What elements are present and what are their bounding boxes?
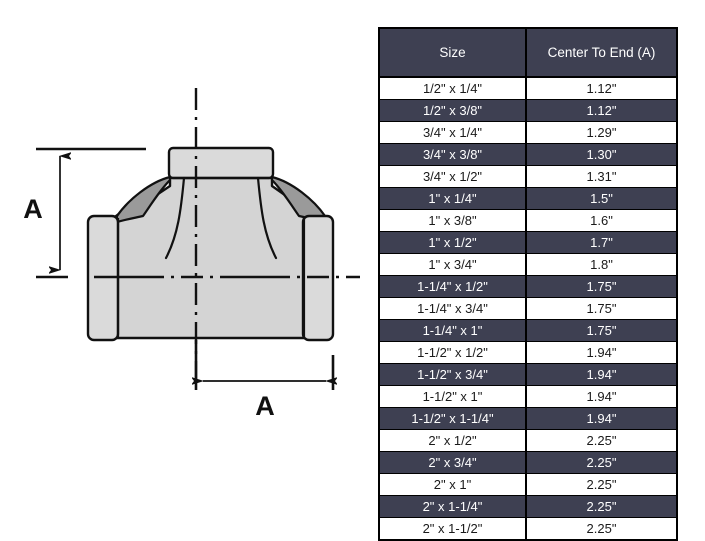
table-row: 1-1/2" x 3/4"1.94" bbox=[378, 363, 678, 386]
table-row: 2" x 3/4"2.25" bbox=[378, 451, 678, 474]
cell-center-to-end: 2.25" bbox=[525, 451, 678, 474]
cell-size: 2" x 1-1/2" bbox=[378, 517, 527, 541]
cell-size: 2" x 1" bbox=[378, 473, 527, 496]
specification-table-container: Size Center To End (A) 1/2" x 1/4"1.12"1… bbox=[378, 27, 678, 541]
cell-size: 1" x 1/4" bbox=[378, 187, 527, 210]
table-row: 1-1/2" x 1"1.94" bbox=[378, 385, 678, 408]
cell-center-to-end: 1.94" bbox=[525, 407, 678, 430]
cell-size: 1" x 3/4" bbox=[378, 253, 527, 276]
table-row: 3/4" x 1/4"1.29" bbox=[378, 121, 678, 144]
cell-size: 3/4" x 1/4" bbox=[378, 121, 527, 144]
cell-center-to-end: 1.6" bbox=[525, 209, 678, 232]
cell-size: 1" x 1/2" bbox=[378, 231, 527, 254]
cell-center-to-end: 1.75" bbox=[525, 297, 678, 320]
fitting-geometry bbox=[86, 146, 335, 342]
cell-center-to-end: 1.12" bbox=[525, 99, 678, 122]
cell-size: 1-1/4" x 3/4" bbox=[378, 297, 527, 320]
cell-center-to-end: 1.7" bbox=[525, 231, 678, 254]
pipe-tee-diagram: A A bbox=[23, 88, 360, 421]
cell-size: 1-1/2" x 3/4" bbox=[378, 363, 527, 386]
horizontal-dimension-label: A bbox=[255, 391, 275, 421]
cell-center-to-end: 1.94" bbox=[525, 385, 678, 408]
table-row: 1/2" x 1/4"1.12" bbox=[378, 76, 678, 100]
table-row: 2" x 1"2.25" bbox=[378, 473, 678, 496]
table-row: 2" x 1-1/2"2.25" bbox=[378, 517, 678, 541]
cell-center-to-end: 1.94" bbox=[525, 341, 678, 364]
table-row: 1-1/2" x 1/2"1.94" bbox=[378, 341, 678, 364]
table-row: 1" x 1/4"1.5" bbox=[378, 187, 678, 210]
right-bore-curve bbox=[256, 176, 278, 260]
table-row: 1" x 3/4"1.8" bbox=[378, 253, 678, 276]
centerlines bbox=[94, 88, 360, 390]
cell-size: 1/2" x 3/8" bbox=[378, 99, 527, 122]
cell-center-to-end: 2.25" bbox=[525, 495, 678, 518]
cell-size: 1-1/2" x 1-1/4" bbox=[378, 407, 527, 430]
table-row: 1-1/4" x 1/2"1.75" bbox=[378, 275, 678, 298]
table-row: 3/4" x 1/2"1.31" bbox=[378, 165, 678, 188]
cell-center-to-end: 1.5" bbox=[525, 187, 678, 210]
cell-size: 3/4" x 3/8" bbox=[378, 143, 527, 166]
cell-center-to-end: 2.25" bbox=[525, 517, 678, 541]
cell-center-to-end: 1.75" bbox=[525, 319, 678, 342]
table-body: 1/2" x 1/4"1.12"1/2" x 3/8"1.12"3/4" x 1… bbox=[378, 76, 678, 541]
cell-center-to-end: 1.75" bbox=[525, 275, 678, 298]
table-header-row: Size Center To End (A) bbox=[378, 27, 678, 78]
specification-table: Size Center To End (A) 1/2" x 1/4"1.12"1… bbox=[378, 27, 678, 541]
cell-size: 2" x 3/4" bbox=[378, 451, 527, 474]
cell-size: 1-1/4" x 1/2" bbox=[378, 275, 527, 298]
cell-size: 1-1/2" x 1/2" bbox=[378, 341, 527, 364]
cell-center-to-end: 1.94" bbox=[525, 363, 678, 386]
cell-center-to-end: 1.12" bbox=[525, 76, 678, 100]
fitting-diagram-panel: A A bbox=[23, 88, 360, 421]
vertical-dimension-group: A bbox=[23, 147, 146, 279]
cell-size: 1/2" x 1/4" bbox=[378, 76, 527, 100]
cell-size: 2" x 1/2" bbox=[378, 429, 527, 452]
left-shoulder-shade bbox=[115, 175, 172, 224]
table-row: 1" x 1/2"1.7" bbox=[378, 231, 678, 254]
horizontal-dimension-group: A bbox=[196, 340, 333, 421]
table-row: 1-1/4" x 3/4"1.75" bbox=[378, 297, 678, 320]
vertical-dimension-label: A bbox=[23, 194, 43, 224]
cell-center-to-end: 1.29" bbox=[525, 121, 678, 144]
table-row: 2" x 1/2"2.25" bbox=[378, 429, 678, 452]
cell-size: 1-1/2" x 1" bbox=[378, 385, 527, 408]
table-row: 3/4" x 3/8"1.30" bbox=[378, 143, 678, 166]
cell-center-to-end: 1.8" bbox=[525, 253, 678, 276]
cell-size: 1-1/4" x 1" bbox=[378, 319, 527, 342]
cell-size: 2" x 1-1/4" bbox=[378, 495, 527, 518]
cell-center-to-end: 2.25" bbox=[525, 429, 678, 452]
cell-center-to-end: 1.30" bbox=[525, 143, 678, 166]
column-header-center-to-end: Center To End (A) bbox=[525, 27, 678, 78]
column-header-size: Size bbox=[378, 27, 527, 78]
table-row: 1-1/2" x 1-1/4"1.94" bbox=[378, 407, 678, 430]
left-bore-curve bbox=[164, 176, 186, 260]
table-row: 1/2" x 3/8"1.12" bbox=[378, 99, 678, 122]
branch-socket bbox=[167, 146, 275, 180]
table-row: 1" x 3/8"1.6" bbox=[378, 209, 678, 232]
cell-size: 3/4" x 1/2" bbox=[378, 165, 527, 188]
table-row: 1-1/4" x 1"1.75" bbox=[378, 319, 678, 342]
cell-center-to-end: 2.25" bbox=[525, 473, 678, 496]
table-row: 2" x 1-1/4"2.25" bbox=[378, 495, 678, 518]
cell-center-to-end: 1.31" bbox=[525, 165, 678, 188]
cell-size: 1" x 3/8" bbox=[378, 209, 527, 232]
